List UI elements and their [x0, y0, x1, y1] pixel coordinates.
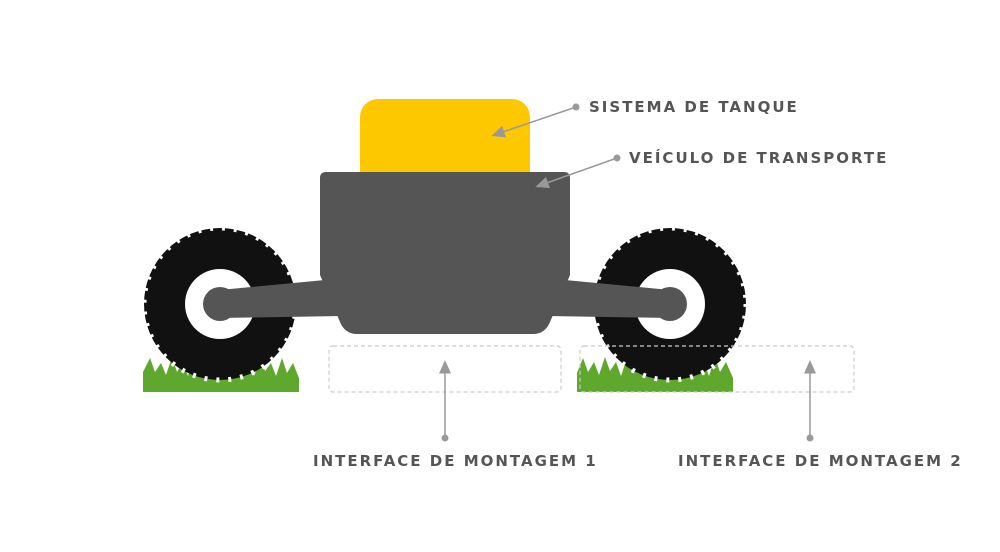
interface-1-leader-line	[439, 360, 451, 442]
interface-2-leader-line	[804, 360, 816, 442]
transport-vehicle-label: VEÍCULO DE TRANSPORTE	[629, 149, 889, 167]
mounting-interface-2-label: INTERFACE DE MONTAGEM 2	[678, 452, 963, 470]
mounting-interface-2-box	[579, 345, 855, 393]
vehicle-leader-line	[535, 154, 621, 189]
tank-leader-line	[491, 103, 580, 138]
vehicle-body	[320, 172, 570, 334]
left-axle-arm	[220, 280, 342, 318]
right-tire-tread	[591, 225, 749, 383]
right-axle-arm	[548, 280, 670, 318]
mounting-interface-1-label: INTERFACE DE MONTAGEM 1	[313, 452, 598, 470]
tank-system-label: SISTEMA DE TANQUE	[589, 98, 799, 116]
